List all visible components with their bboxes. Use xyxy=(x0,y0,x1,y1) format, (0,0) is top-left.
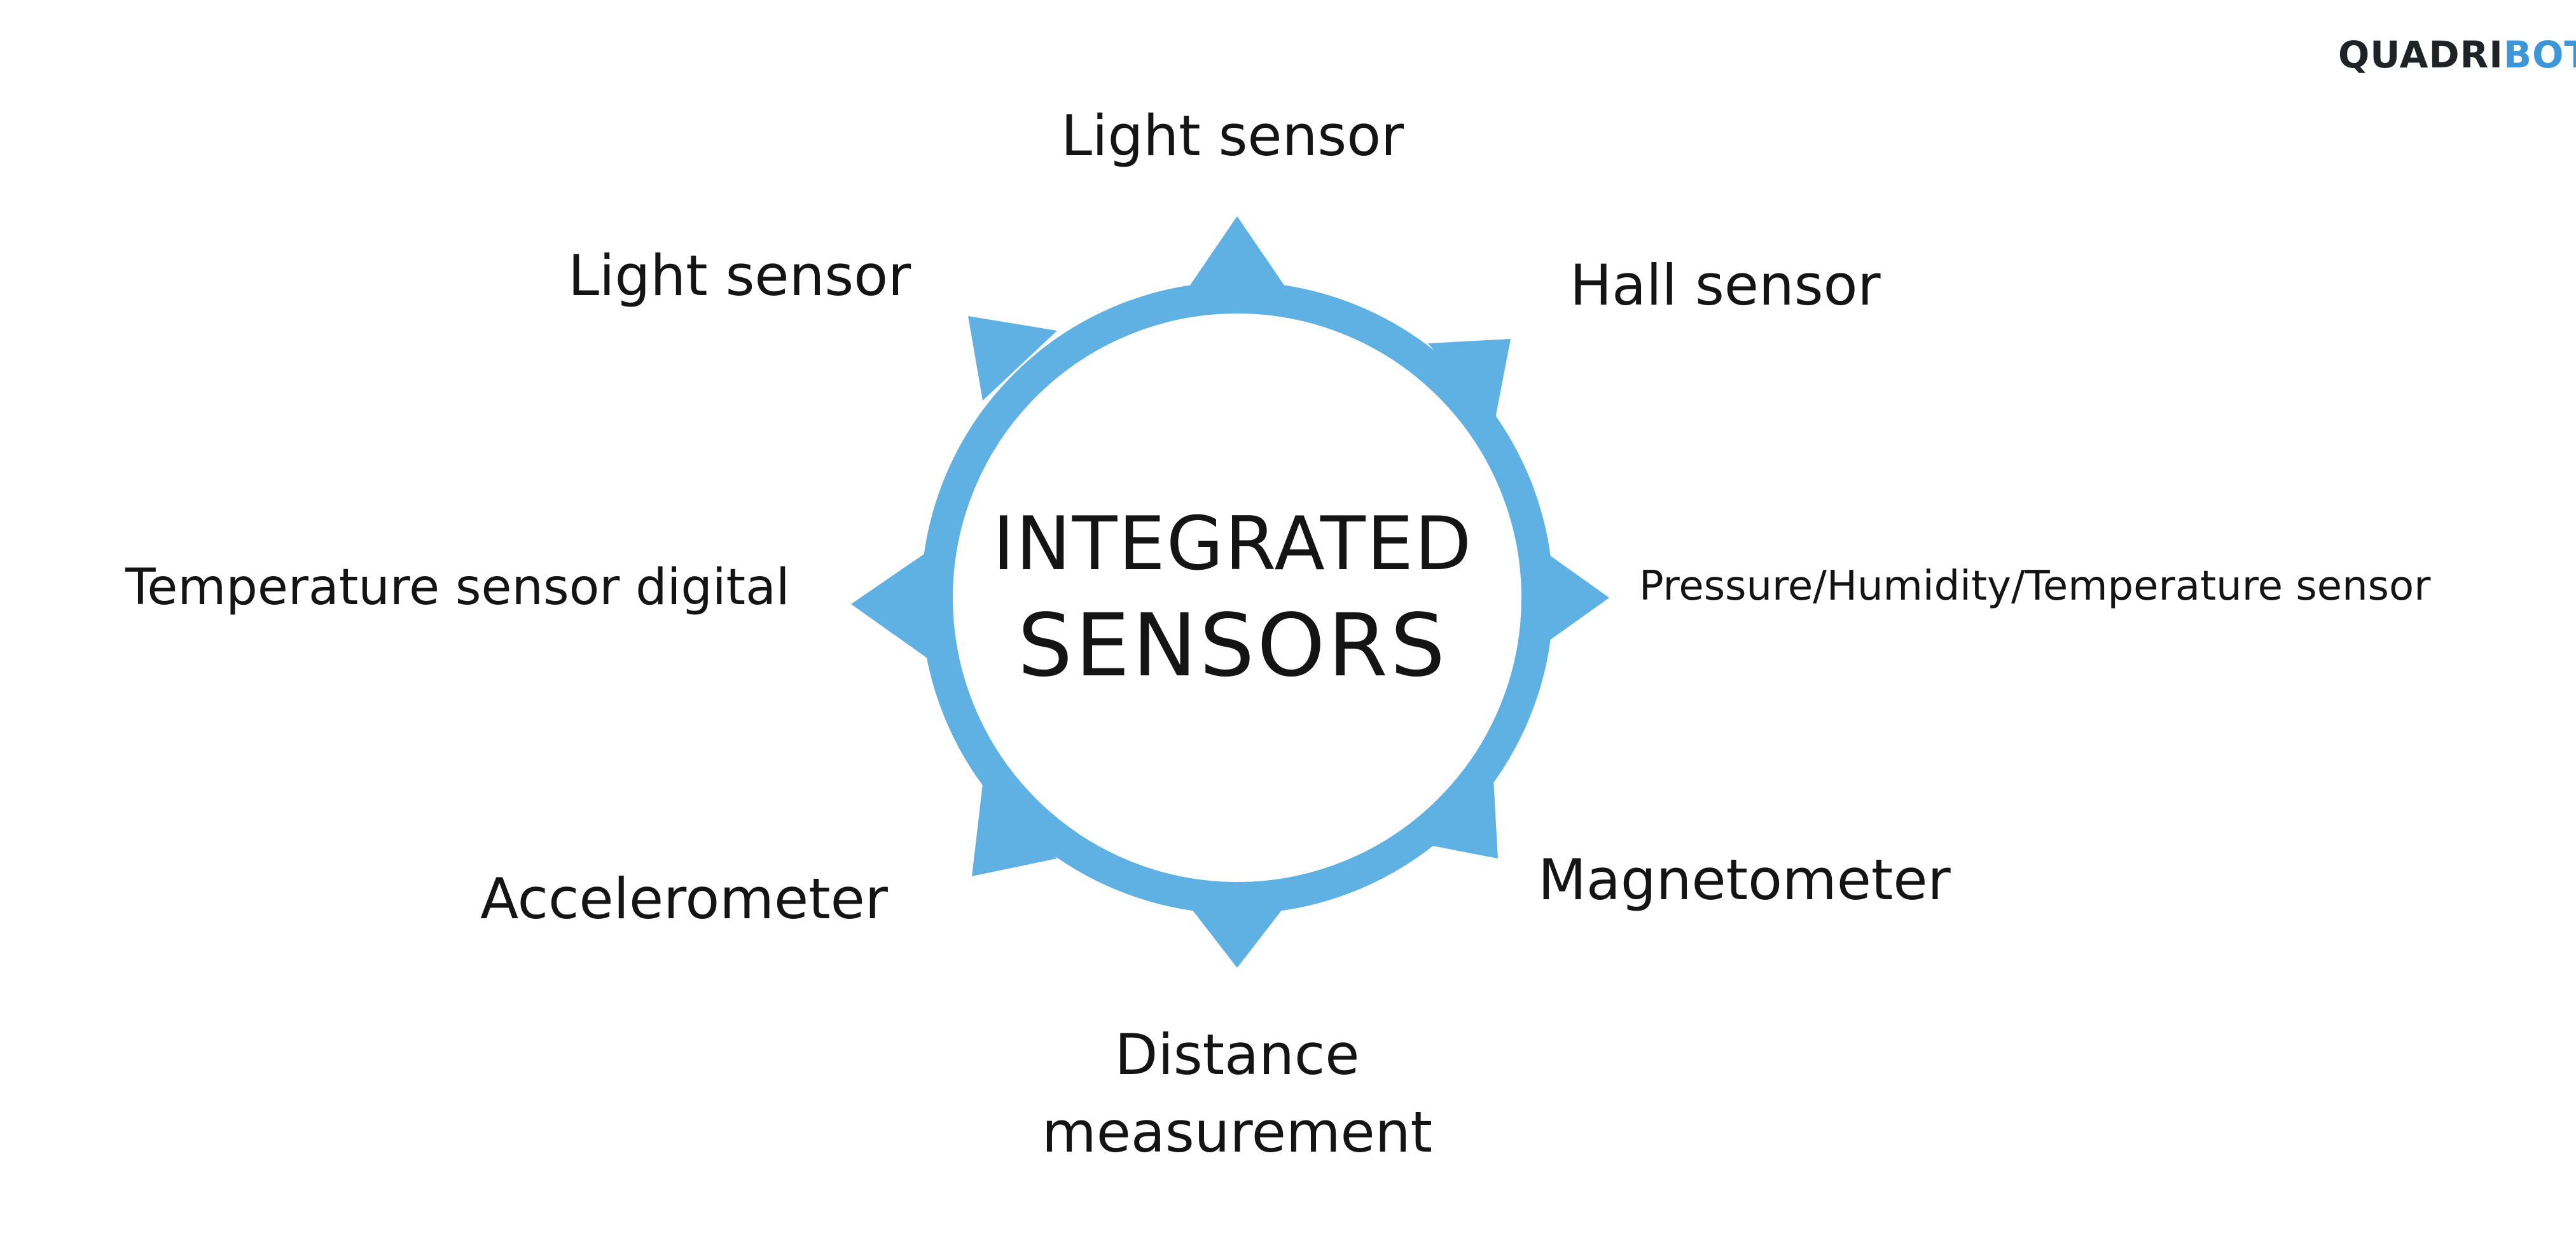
label-magnetometer: Magnetometer xyxy=(1538,847,1951,913)
center-ring xyxy=(921,282,1553,914)
label-hall-sensor: Hall sensor xyxy=(1570,252,1881,318)
ring-pointer-top-right xyxy=(1428,339,1511,422)
ring-pointer-bottom-right xyxy=(1415,779,1498,858)
ring-pointer-top-left xyxy=(968,316,1057,401)
ring-pointer-right xyxy=(1542,550,1609,645)
label-distance-measurement: Distance measurement xyxy=(1014,1016,1460,1171)
label-pressure-humidity-temperature-sensor: Pressure/Humidity/Temperature sensor xyxy=(1639,563,2431,610)
ring-pointer-top xyxy=(1189,216,1285,286)
logo-text-quadri: QUADRI xyxy=(2338,33,2503,76)
label-distance-measurement-line1: Distance xyxy=(1114,1022,1360,1087)
ring-pointer-bottom-left xyxy=(972,783,1057,876)
label-distance-measurement-line2: measurement xyxy=(1042,1099,1432,1165)
label-light-sensor-top: Light sensor xyxy=(1061,103,1404,169)
quadribot-logo: QUADRIBOT xyxy=(2338,33,2576,76)
center-title-line2: SENSORS xyxy=(1017,596,1448,696)
sensor-ring xyxy=(851,216,1609,968)
ring-pointer-left xyxy=(851,550,930,660)
label-temperature-sensor-digital: Temperature sensor digital xyxy=(125,559,790,616)
center-title-line1: INTEGRATED xyxy=(992,501,1473,587)
logo-text-bot: BOT xyxy=(2503,33,2576,76)
label-light-sensor-top-left: Light sensor xyxy=(568,243,911,308)
label-accelerometer: Accelerometer xyxy=(480,866,888,932)
ring-pointer-bottom xyxy=(1189,906,1285,968)
